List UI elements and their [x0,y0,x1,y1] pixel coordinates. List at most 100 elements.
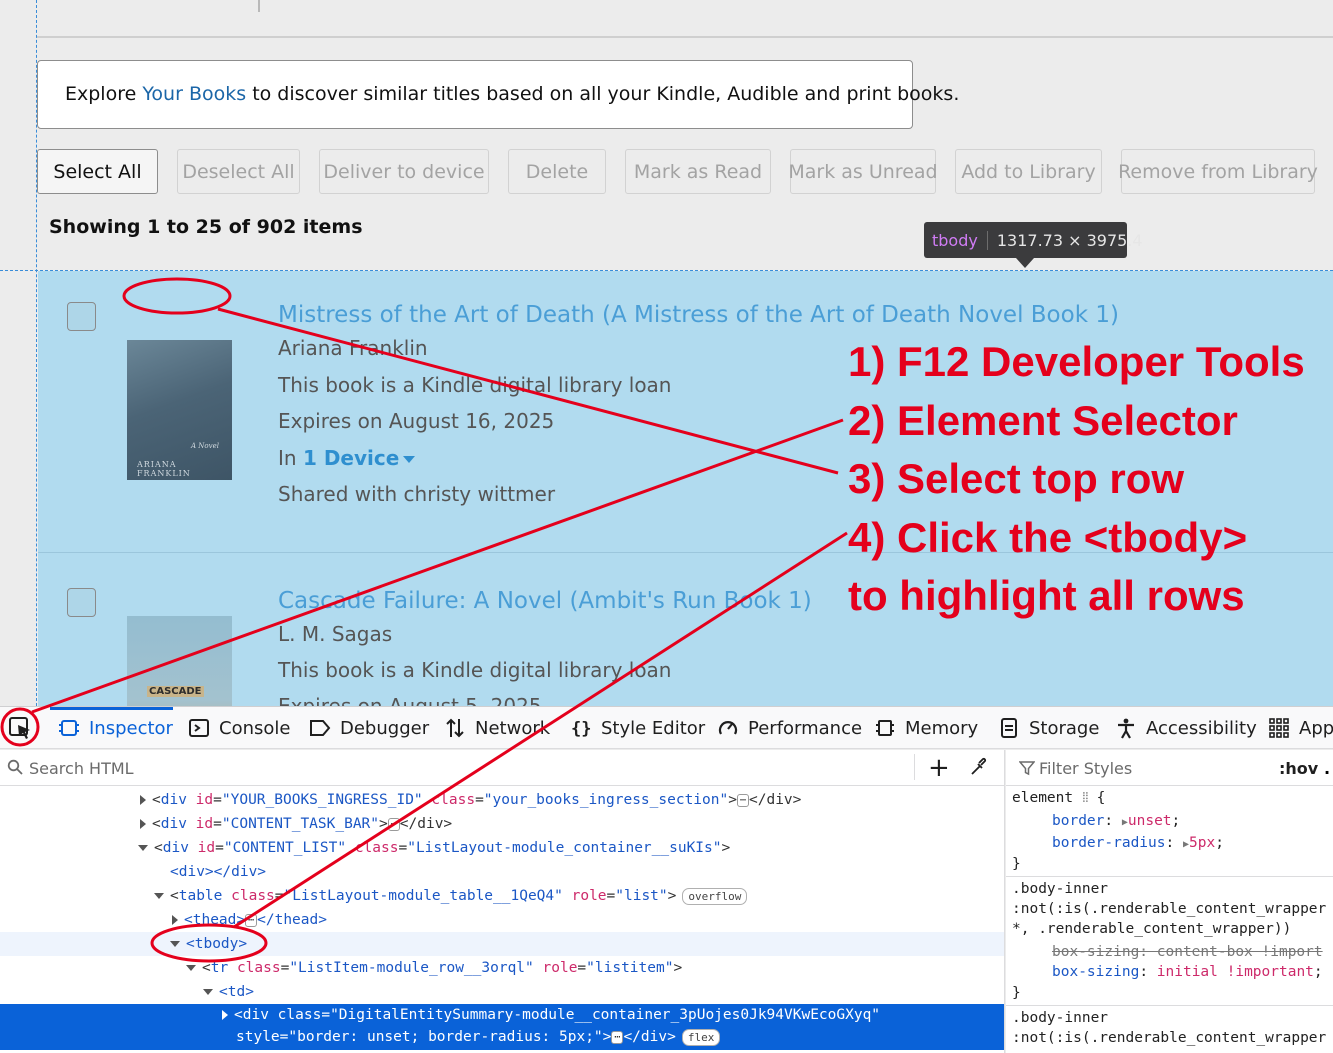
collapse-toggle-icon[interactable] [138,845,148,851]
your-books-link[interactable]: Your Books [142,83,247,105]
cover-author: ARIANA FRANKLIN [137,460,191,478]
expand-arrow-icon[interactable]: ▶ [1182,839,1189,850]
css-prop: border [1052,813,1105,829]
console-icon [189,719,209,737]
delete-button[interactable]: Delete [508,149,606,194]
ellipsis-badge[interactable]: ⋯ [736,793,749,807]
element-picker-icon[interactable] [6,714,34,742]
attr-name: class [431,792,476,808]
filter-styles-input[interactable]: Filter Styles [1039,759,1133,778]
ellipsis-badge[interactable]: ⋯ [245,913,258,927]
book-cover[interactable]: A Novel ARIANA FRANKLIN [127,340,232,480]
css-val: 5px [1189,835,1216,851]
remove-from-library-button[interactable]: Remove from Library [1118,149,1318,194]
performance-icon [718,721,738,735]
html-node-table[interactable]: <table class="ListLayout-module_table__1… [0,884,1004,908]
html-node-selected-div[interactable]: <div class="DigitalEntitySummary-module_… [0,1004,1004,1050]
css-decl-border[interactable]: border: ▶unset; [1052,813,1181,829]
tab-inspector[interactable]: Inspector [50,707,173,749]
collapse-toggle-icon[interactable] [186,965,196,971]
html-node-thead[interactable]: <thead>⋯</thead> [0,908,1004,932]
html-node-tbody[interactable]: <tbody> [0,932,1004,956]
tab-accessibility[interactable]: Accessibility [1115,707,1257,749]
tab-network[interactable]: Network [444,707,550,749]
tab-storage[interactable]: Storage [998,707,1099,749]
add-to-library-button[interactable]: Add to Library [955,149,1102,194]
mark-as-unread-button[interactable]: Mark as Unread [788,149,938,194]
close-tag: </div> [399,816,453,832]
ellipsis-badge[interactable]: ⋯ [611,1030,624,1044]
rule-divider [1006,876,1333,877]
eyedropper-icon[interactable] [969,757,989,777]
collapse-toggle-icon[interactable] [154,893,164,899]
device-link[interactable]: 1 Device [302,446,400,470]
cover-subtitle: A Novel [191,442,219,450]
flex-badge[interactable]: flex [681,1028,721,1046]
search-icon [7,759,23,775]
device-info: In 1 Device [278,446,416,470]
deselect-all-button[interactable]: Deselect All [177,149,300,194]
html-node-tr[interactable]: <tr class="ListItem-module_row__3orql" r… [0,956,1004,980]
select-all-button[interactable]: Select All [37,149,158,194]
tab-console-label: Console [219,717,291,739]
css-decl-box-sizing[interactable]: box-sizing: initial !important; [1052,964,1323,980]
tab-console[interactable]: Console [188,707,290,749]
html-node-empty-div[interactable]: <div></div> [0,860,1004,884]
row-checkbox[interactable] [67,588,96,617]
styles-panel: Filter Styles :hov . element ⁞⁞ { border… [1006,750,1333,1053]
accessibility-icon [1118,718,1134,739]
tooltip-arrow [1016,258,1034,268]
html-node-content-list[interactable]: <div id="CONTENT_LIST" class="ListLayout… [0,836,1004,860]
html-search-bar: Search HTML + [0,750,1004,786]
attr-value: "YOUR_BOOKS_INGRESS_ID" [221,792,423,808]
row-checkbox[interactable] [67,302,96,331]
collapse-toggle-icon[interactable] [170,941,180,947]
tag-name: <tbody> [186,936,248,952]
css-val: initial !important [1156,964,1314,980]
expand-arrow-icon[interactable]: ▶ [1121,817,1128,828]
explore-prefix: Explore [65,83,137,105]
expand-toggle-icon[interactable] [172,915,178,925]
attr-name: class [231,888,275,904]
css-prop: border-radius [1052,835,1166,851]
mark-as-read-button[interactable]: Mark as Read [625,149,771,194]
book-cover[interactable]: CASCADE [127,616,232,706]
css-val: unset [1127,813,1172,829]
css-decl-overridden[interactable]: box-sizing: content-box !import [1052,944,1323,960]
book-title-link[interactable]: Mistress of the Art of Death (A Mistress… [278,302,1119,328]
expand-toggle-icon[interactable] [222,1010,228,1020]
html-node-td[interactable]: <td> [0,980,1004,1004]
overflow-badge[interactable]: overflow [682,887,748,905]
html-node-task-bar[interactable]: <div id="CONTENT_TASK_BAR">⋯</div> [0,812,1004,836]
css-decl-border-radius[interactable]: border-radius: ▶5px; [1052,835,1224,851]
book-title-link[interactable]: Cascade Failure: A Novel (Ambit's Run Bo… [278,588,812,614]
annotation-step-4b: to highlight all rows [848,572,1245,619]
expand-toggle-icon[interactable] [140,819,146,829]
html-node-ingress[interactable]: <div id="YOUR_BOOKS_INGRESS_ID" class="y… [0,788,1004,812]
annotation-step-4: 4) Click the <tbody> [848,514,1248,561]
rule3-selector-a: .body-inner [1012,1010,1109,1026]
tab-style-editor[interactable]: {} Style Editor [570,707,705,749]
ellipsis-badge[interactable]: ⋯ [387,817,400,831]
deliver-to-device-button[interactable]: Deliver to device [319,149,489,194]
inspector-icon [59,720,79,736]
annotation-step-1: 1) F12 Developer Tools [848,338,1305,385]
chevron-down-icon[interactable] [403,456,416,463]
collapse-toggle-icon[interactable] [203,989,213,995]
tab-performance[interactable]: Performance [717,707,862,749]
tab-memory[interactable]: Memory [874,707,978,749]
tab-debugger[interactable]: Debugger [309,707,429,749]
add-node-button[interactable]: + [928,753,950,783]
tag-name: tr [210,960,229,976]
class-toggle[interactable]: . [1324,759,1331,778]
attr-name: id [195,816,214,832]
hov-toggle[interactable]: :hov [1279,759,1319,778]
tab-application[interactable]: App [1268,707,1333,749]
expand-toggle-icon[interactable] [140,795,146,805]
expiry-date: Expires on August 16, 2025 [278,409,555,433]
tab-debugger-label: Debugger [340,717,430,739]
attr-value: "DigitalEntitySummary-module__container_… [330,1007,881,1023]
rule-close-brace: } [1012,856,1021,872]
search-html-input[interactable]: Search HTML [29,759,134,778]
book-author: L. M. Sagas [278,622,393,646]
